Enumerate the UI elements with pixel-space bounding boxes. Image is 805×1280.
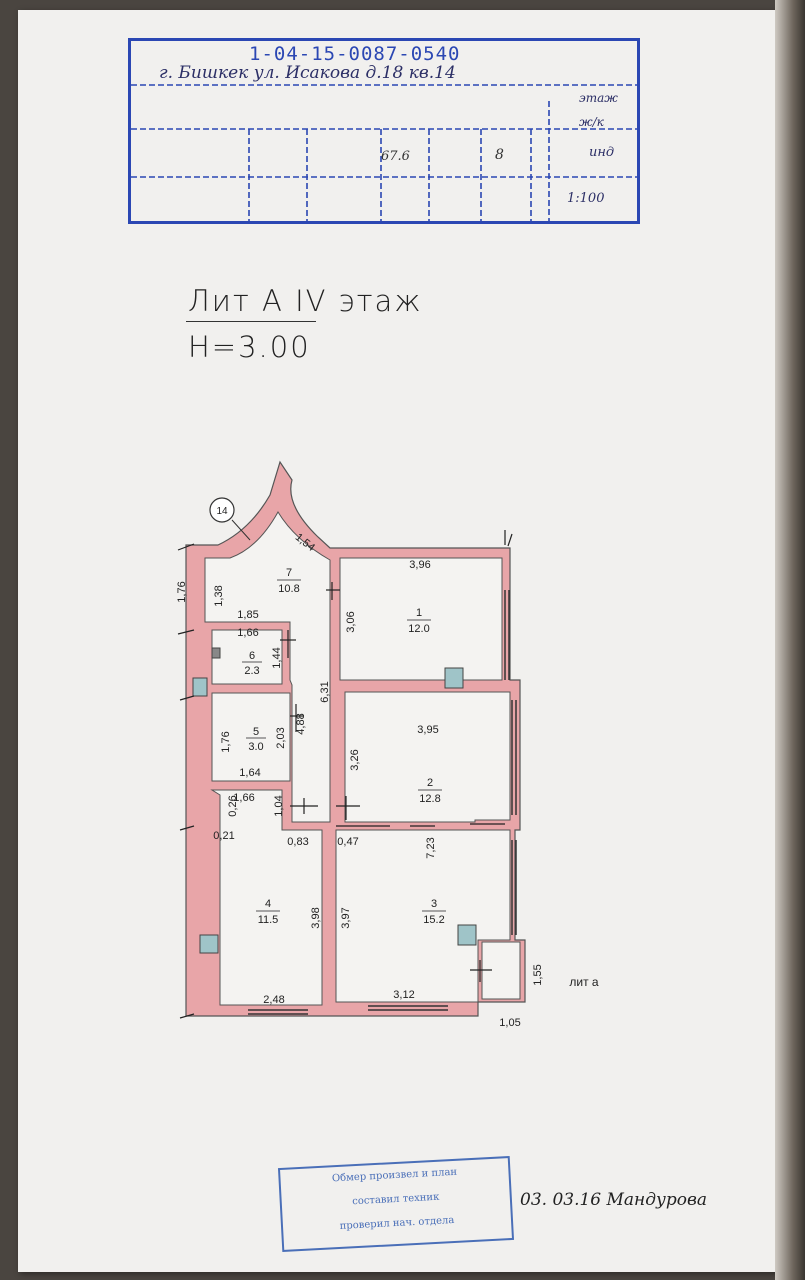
dim-0-26: 0,26: [227, 795, 239, 816]
room-7-number: 7: [286, 567, 292, 579]
dim-2-48: 2,48: [263, 994, 284, 1006]
room-2-area: 12.8: [419, 793, 440, 805]
dim-0-83: 0,83: [287, 836, 308, 848]
surveyor-stamp: Обмер произвел и план составил техник пр…: [277, 1155, 515, 1253]
lit-label: лит а: [569, 975, 599, 989]
heading-divider: [186, 321, 316, 322]
apartment-number: 14: [216, 506, 228, 517]
room-6-number: 6: [249, 650, 255, 662]
ceiling-height: H=3.00: [188, 330, 311, 364]
dim-1-04: 1,04: [273, 795, 285, 816]
dim-3-26: 3,26: [349, 749, 361, 770]
dim-1-66-b: 1,66: [233, 792, 254, 804]
room-3-area: 15.2: [423, 914, 444, 926]
dim-1-85: 1,85: [237, 609, 258, 621]
date-signature: 03. 03.16 Мандурова: [520, 1190, 708, 1210]
dim-1-64: 1,64: [239, 767, 260, 779]
dim-1-66-a: 1,66: [237, 627, 258, 639]
total-area: 67.6: [381, 149, 410, 164]
registration-stamp: 1-04-15-0087-0540 г. Бишкек ул. Исакова …: [128, 38, 640, 224]
room-1-area: 12.0: [408, 623, 429, 635]
stamp-label-living: ж/к: [579, 115, 604, 129]
room-4-area: 11.5: [258, 914, 279, 926]
address-handwritten: г. Бишкек ул. Исакова д.18 кв.14: [159, 63, 456, 83]
dim-1-05: 1,05: [499, 1017, 520, 1029]
dim-2-03: 2,03: [275, 727, 287, 748]
room-1-number: 1: [416, 607, 422, 619]
dim-0-21: 0,21: [213, 830, 234, 842]
room-2-number: 2: [427, 777, 433, 789]
dim-6-31: 6,31: [319, 681, 331, 702]
fraction-lines: [242, 579, 446, 912]
dim-7-23: 7,23: [425, 837, 437, 858]
dim-1-76-a: 1,76: [176, 581, 188, 602]
apartment-number-leader: [231, 519, 251, 541]
dim-4-88: 4,88: [295, 713, 307, 734]
room-4-number: 4: [265, 898, 271, 910]
dim-3-97: 3,97: [340, 907, 352, 928]
room-7-area: 10.8: [278, 583, 299, 595]
dim-3-12: 3,12: [393, 989, 414, 1001]
dim-0-47: 0,47: [337, 836, 358, 848]
room-6-area: 2.3: [244, 665, 259, 677]
room-5-area: 3.0: [248, 741, 263, 753]
fixtures: [192, 647, 477, 954]
dim-1-44: 1,44: [271, 647, 283, 668]
door-marks: [177, 530, 513, 1019]
dim-1-76-b: 1,76: [220, 731, 232, 752]
dim-3-95: 3,95: [417, 724, 438, 736]
plan-heading: Лит А IV этаж: [188, 284, 423, 318]
dim-3-98: 3,98: [310, 907, 322, 928]
room-interiors: [204, 511, 521, 1006]
dim-1-38: 1,38: [213, 585, 225, 606]
dim-3-06: 3,06: [345, 611, 357, 632]
background-edge: [775, 0, 805, 1280]
stamp-label-ind: инд: [589, 145, 615, 160]
apartment-number-circle: [209, 497, 235, 523]
room-3-number: 3: [431, 898, 437, 910]
room-5-number: 5: [253, 726, 259, 738]
room-count: 8: [495, 147, 504, 163]
dim-1-55: 1,55: [532, 964, 544, 985]
stamp-grid: [131, 84, 637, 221]
scale: 1:100: [567, 191, 605, 206]
dim-3-96: 3,96: [409, 559, 430, 571]
cadastral-number: 1-04-15-0087-0540: [249, 43, 461, 65]
stamp-label-floor: этаж: [579, 91, 618, 105]
window-lines: [248, 590, 517, 1015]
